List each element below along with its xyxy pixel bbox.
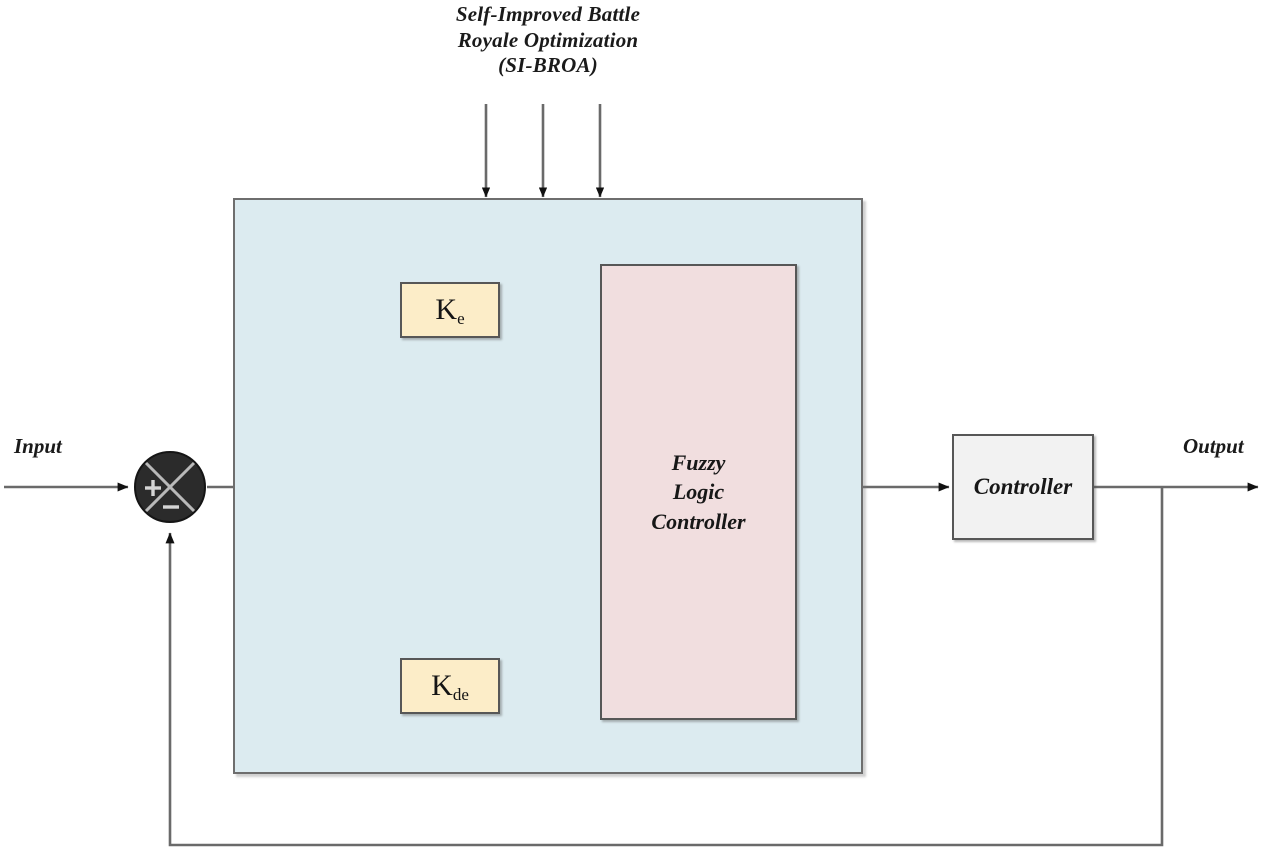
- optimizer-title-line-3: (SI-BROA): [498, 53, 598, 78]
- flc-label-line-2: Logic: [672, 479, 725, 505]
- controller-label: Controller: [973, 474, 1073, 499]
- gain-ke-symbol: K: [435, 293, 458, 326]
- optimizer-title-line-2: Royale Optimization: [457, 27, 639, 52]
- gain-kde-subscript: de: [452, 685, 469, 704]
- gain-kde-label: Kde: [431, 669, 469, 704]
- controller-block[interactable]: Controller: [952, 434, 1094, 540]
- gain-ke-subscript: e: [457, 309, 465, 328]
- flc-label-line-3: Controller: [651, 508, 746, 534]
- gain-block-ke[interactable]: Ke: [400, 282, 500, 338]
- summing-junction[interactable]: [133, 450, 207, 524]
- output-label: Output: [1183, 434, 1244, 458]
- fuzzy-logic-controller-block[interactable]: Fuzzy Logic Controller: [600, 264, 797, 720]
- optimizer-title-line-1: Self-Improved Battle: [455, 2, 641, 26]
- summing-plus-sign: [145, 480, 161, 496]
- optimizer-arrow-group: [481, 104, 605, 198]
- gain-ke-label: Ke: [435, 293, 465, 328]
- input-label: Input: [14, 434, 62, 458]
- wire-feedback-path: [165, 487, 1164, 847]
- summing-junction-cross-b: [144, 461, 196, 513]
- gain-kde-symbol: K: [431, 669, 453, 702]
- gain-block-kde[interactable]: Kde: [400, 658, 500, 714]
- flc-label-line-1: Fuzzy: [671, 450, 726, 476]
